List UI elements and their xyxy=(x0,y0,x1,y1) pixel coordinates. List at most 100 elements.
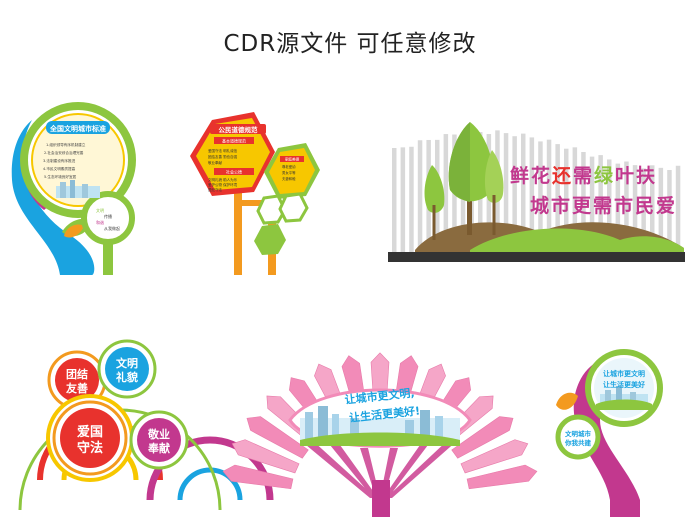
panel2-line: 爱护公物 保护环境 xyxy=(208,182,238,187)
hex-crossbar xyxy=(234,200,276,206)
green-hill xyxy=(470,228,684,255)
slogan-char: 城 xyxy=(530,194,549,217)
panel1-line: 5.生态环境良好宜居 xyxy=(44,174,77,179)
title-ribbon xyxy=(46,121,110,134)
panel2-line: 团结友善 勤俭自强 xyxy=(208,154,238,159)
slogan-char: 需 xyxy=(593,195,612,217)
panel2-line: 夫妻和睦 xyxy=(282,176,296,181)
slogan-char: 民 xyxy=(635,195,654,217)
slogan-char: 爱 xyxy=(656,195,675,217)
small-hexagon-c xyxy=(254,224,286,255)
spiral-badge-ring xyxy=(555,414,601,460)
fan-rib xyxy=(460,439,529,474)
value-label: 友善 xyxy=(66,381,88,395)
small-line: 和谐 xyxy=(96,219,104,225)
panel2-line: 文明礼貌 助人为乐 xyxy=(208,177,238,182)
fence-slat xyxy=(667,169,672,255)
fence-slat xyxy=(512,136,517,255)
fence-slat xyxy=(624,161,629,255)
blue-swoosh xyxy=(11,120,95,275)
panel1-line: 3.法制建设有序推进 xyxy=(43,158,76,163)
panel1-line: 2.社会治安综合治理完善 xyxy=(44,150,84,155)
fence-slat xyxy=(564,148,569,255)
slogan-char: 鲜 xyxy=(510,164,529,187)
value-label: 团结 xyxy=(66,367,88,381)
small-line: 文明 xyxy=(96,207,104,213)
fan-rib xyxy=(466,464,538,490)
fence-slat xyxy=(658,167,664,255)
small-hexagon-a xyxy=(256,194,287,225)
fence-slat xyxy=(417,140,423,255)
small-hexagon-b xyxy=(278,192,309,223)
fan-rib xyxy=(231,439,300,474)
hex-pole-left xyxy=(234,180,242,275)
panel2-line: 遵纪守法 xyxy=(208,187,222,192)
fan-handle xyxy=(372,480,390,517)
fence-slat xyxy=(546,139,552,255)
value-label: 奉献 xyxy=(147,441,170,455)
fence-slat xyxy=(555,144,560,255)
spiral-badge1: 文明城市 xyxy=(564,429,592,438)
fan-lower-ribs xyxy=(300,440,458,498)
tree-small-right xyxy=(484,150,504,203)
panel1-title: 全国文明城市标准 xyxy=(49,124,106,133)
value-label: 爱国 xyxy=(77,424,103,440)
fence-slat xyxy=(607,159,612,255)
slogan-line2: 城市更需市民爱 xyxy=(530,194,675,217)
panel2-title: 公民道德规范 xyxy=(219,125,259,134)
panel2-line: 尊老爱幼 xyxy=(282,164,296,169)
small-line: 传播 xyxy=(104,213,112,219)
fence-slat xyxy=(589,156,595,255)
panel2-sub-c: 家庭美德 xyxy=(285,157,300,162)
panel1-line: 1.组织领导有序机制建立 xyxy=(46,142,86,147)
slogan-char: 还 xyxy=(551,165,572,187)
fence-slat xyxy=(650,165,655,255)
panel2-sub-a: 基本道德规范 xyxy=(222,138,246,144)
fence-slat xyxy=(538,141,543,255)
fence-slat xyxy=(392,148,397,255)
slogan-char: 更 xyxy=(572,195,592,217)
value-label: 敬业 xyxy=(147,427,170,441)
slogan-char: 扶 xyxy=(636,164,656,187)
fence-slat xyxy=(503,133,509,255)
spiral-badge2: 你我共建 xyxy=(564,438,592,447)
small-circle-ring xyxy=(81,191,135,245)
slogan-char: 绿 xyxy=(594,164,614,187)
fence-slat xyxy=(641,168,646,255)
fence-slat xyxy=(409,146,414,255)
page-title: CDR源文件 可任意修改 xyxy=(223,31,477,57)
panel2-line: 敬业奉献 xyxy=(208,160,222,165)
fence-slat xyxy=(529,137,535,255)
tree-small-left xyxy=(424,165,445,213)
spiral-line1: 让城市更文明 xyxy=(603,369,645,378)
value-label: 礼貌 xyxy=(116,370,138,384)
fence-slat xyxy=(598,155,603,255)
panel2-line: 男女平等 xyxy=(282,170,296,175)
orange-leaf xyxy=(556,392,578,410)
fence-slat xyxy=(675,165,681,255)
fence-slat xyxy=(632,165,638,255)
value-label: 文明 xyxy=(116,356,138,370)
panel2-line: 爱国守法 明礼诚信 xyxy=(208,148,238,153)
fence-slat xyxy=(443,134,449,255)
fence-slat xyxy=(615,163,621,255)
arc-blue xyxy=(177,467,243,501)
slogan-char: 需 xyxy=(573,165,592,187)
main-circle-inner xyxy=(31,113,125,207)
small-line: 从我做起 xyxy=(104,225,120,231)
fan-rib xyxy=(451,416,514,459)
panel2-sub-b: 社会公德 xyxy=(226,169,242,175)
slogan-char: 市 xyxy=(551,194,570,217)
panel1-line: 4.市民文明素质提高 xyxy=(43,166,76,171)
fan-rib xyxy=(246,416,309,459)
fan-rib xyxy=(222,464,294,490)
city-skyline xyxy=(56,186,100,198)
slogan-char: 市 xyxy=(614,194,633,217)
fence-slat xyxy=(581,151,586,255)
fence-slat xyxy=(400,147,406,255)
fence-slat xyxy=(572,147,578,255)
